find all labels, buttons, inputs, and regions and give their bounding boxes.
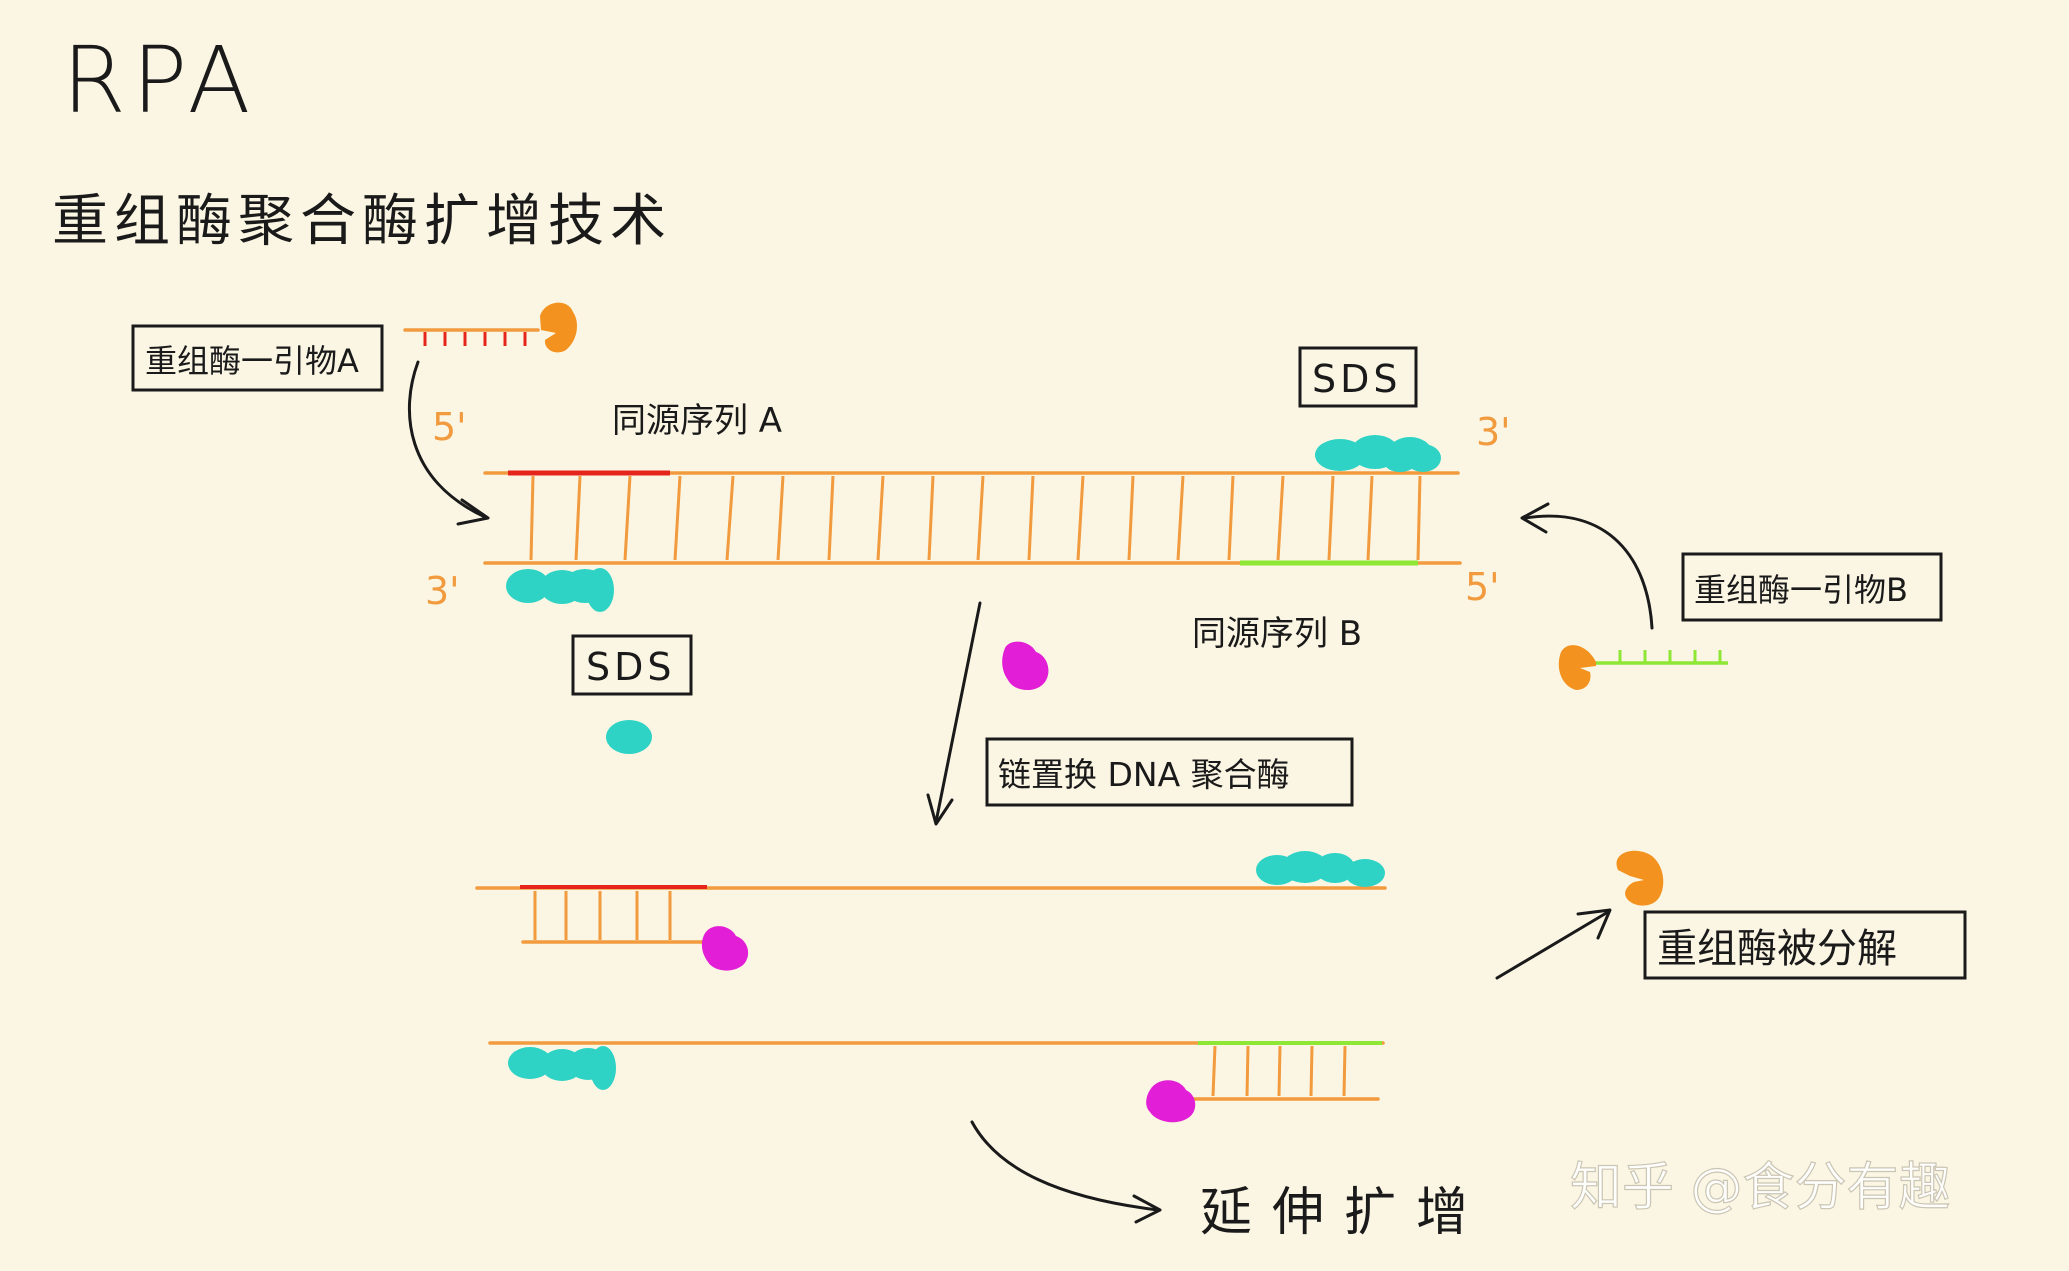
label-recombinase-decomposed: 重组酶被分解 [1643,910,1967,980]
free-sds-protein [606,720,652,754]
polymerase-b-icon [1146,1080,1196,1123]
label-sds-bottom: SDS [571,634,693,696]
arrow-to-recombinase-decomposed [1495,910,1610,980]
page-subtitle: 重组酶聚合酶扩增技术 [52,189,672,254]
label-extension: 延伸扩增 [1200,1183,1488,1243]
sds-cluster-bottom-left [506,568,614,612]
label-recombinase-decomposed-text: 重组酶被分解 [1657,926,1897,972]
sds-cluster-lower-top [1256,851,1385,887]
strand-end-top-left: 5' [432,405,467,449]
label-polymerase-text: 链置换 DNA 聚合酶 [998,755,1290,794]
recombinase-a-icon [540,302,578,353]
label-sds-top: SDS [1298,346,1418,408]
label-recombinase-primer-a: 重组酶一引物A [131,324,384,392]
strand-extension-b [488,1041,1385,1123]
polymerase-a-icon [701,926,749,971]
primer-b-complex [1558,645,1728,690]
label-recombinase-primer-b-text: 重组酶一引物B [1694,571,1908,609]
sds-cluster-lower-bottom [508,1046,616,1090]
label-sds-top-text: SDS [1312,357,1402,401]
strand-extension-a [475,851,1387,971]
strand-end-bottom-left: 3' [425,569,460,613]
strand-end-bottom-right: 5' [1465,565,1500,609]
page-title: RPA [62,27,256,134]
strand-end-top-right: 3' [1476,410,1511,454]
sds-cluster-top-right [1315,435,1441,472]
arrow-extension [970,1120,1160,1212]
label-sds-bottom-text: SDS [586,645,676,689]
recombinase-b-icon [1558,645,1596,690]
released-recombinase-icon [1616,850,1664,906]
label-homologous-a: 同源序列 A [612,401,782,441]
free-polymerase-icon [1002,641,1049,691]
label-polymerase: 链置换 DNA 聚合酶 [985,737,1354,807]
label-recombinase-primer-a-text: 重组酶一引物A [145,342,359,380]
dsdna-template [483,470,1462,566]
arrow-primer-a-to-dna [407,360,487,519]
arrow-primer-b-to-dna [1523,514,1654,630]
arrow-to-polymerase-step [934,601,982,824]
label-recombinase-primer-b: 重组酶一引物B [1681,552,1943,622]
watermark: 知乎 @食分有趣 [1570,1158,1951,1218]
label-homologous-b: 同源序列 B [1192,614,1362,654]
primer-a-complex [403,302,578,353]
